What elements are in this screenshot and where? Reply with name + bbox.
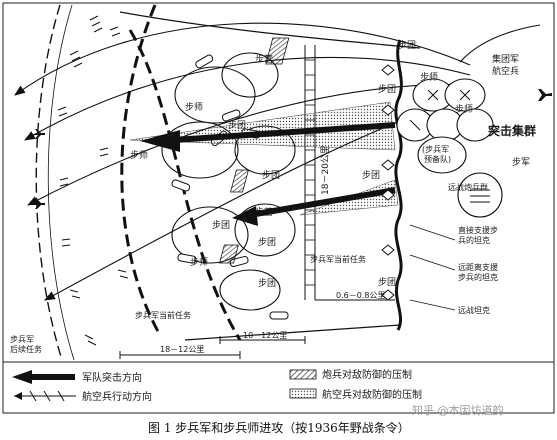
label-remote-support-1: 远距离支援 (458, 262, 498, 272)
airplane-icon (30, 89, 552, 209)
legend: 军队突击方向 航空兵行动方向 炮兵对敌防御的压制 航空兵对敌防御的压制 (12, 368, 422, 403)
legend-air-supp-icon (289, 388, 317, 399)
label-regiment-top: 步团 (398, 40, 416, 51)
legend-air-action: 航空兵行动方向 (82, 390, 152, 403)
label-long-range-artillery: 远战炮兵群 (448, 182, 488, 192)
shock-group-cluster (396, 78, 503, 218)
label-direct-support-2: 兵的坦克 (458, 235, 490, 245)
enemy-obstacles (57, 15, 129, 346)
label-regiment-left-3: 步团 (258, 237, 276, 248)
label-regiment-right-2: 步团 (362, 170, 380, 181)
label-remote-support-2: 步兵的坦克 (458, 272, 498, 282)
label-subsequent-task-2: 后续任务 (10, 344, 42, 354)
label-distance-06-08: 0.6－0.8公里 (336, 291, 385, 300)
shock-group-markings (409, 89, 490, 203)
label-regiment-left-1: 步团 (228, 120, 246, 131)
figure-frame (2, 2, 555, 414)
label-division-right-2: 步师 (455, 103, 473, 115)
legend-troop-breakthrough: 军队突击方向 (82, 371, 142, 384)
label-depth-10-12: 10－12公里 (243, 331, 287, 340)
label-division-breakthrough: 步师 (130, 149, 148, 161)
label-regiment-left-4: 步团 (258, 278, 276, 289)
infantry-regiment-markers (381, 64, 395, 301)
label-regiment-left-2: 步团 (262, 170, 280, 181)
label-division-left-2: 步师 (190, 256, 208, 268)
legend-air-suppression: 航空兵对敌防御的压制 (322, 388, 422, 401)
enemy-second-line (120, 4, 162, 336)
label-battalion-2: 步营 (255, 206, 273, 218)
label-current-task-corps: 步兵军当前任务 (310, 254, 366, 264)
label-reserve-2: 预备队) (424, 154, 451, 164)
label-battalion-1: 步营 (255, 53, 273, 65)
legend-troop-arrow-icon (12, 370, 75, 384)
label-shock-group: 突击集群 (488, 123, 536, 138)
label-current-task-division: 步兵军当前任务 (135, 310, 191, 320)
label-division-right-1: 步师 (420, 71, 438, 83)
label-corps: 步军 (512, 157, 530, 168)
division-sectors (161, 52, 296, 311)
watermark: 知乎 @本因坊道韵 (412, 403, 504, 417)
label-corps-air-2: 航空兵 (492, 65, 519, 77)
enemy-front-line (35, 4, 75, 361)
label-corps-air-1: 集团军 (492, 53, 519, 65)
label-depth-18-12: 18－12公里 (160, 345, 204, 354)
legend-artillery-icon (289, 369, 317, 380)
label-regiment-right-1: 步团 (378, 84, 396, 95)
friendly-front-line (394, 39, 403, 331)
depth-18-20-label: 18－20公里 (320, 145, 331, 195)
label-regiment-right-3: 步团 (378, 277, 396, 288)
label-division-left-1: 步师 (185, 101, 203, 113)
label-regiment-left-5: 步团 (212, 220, 230, 231)
figure-caption: 图 1 步兵军和步兵师进攻（按1936年野战条令） (148, 420, 410, 435)
label-direct-support-1: 直接支援步 (458, 225, 498, 235)
legend-artillery-suppression: 炮兵对敌防御的压制 (322, 368, 412, 381)
legend-air-arrow-icon (14, 390, 76, 402)
tank-annotation-leaders (409, 224, 456, 311)
bottom-distance-scales (119, 299, 395, 359)
enemy-third-line (128, 29, 242, 341)
zone-boundary (119, 11, 421, 341)
label-subsequent-task-1: 步兵军 (10, 334, 34, 344)
artillery-suppression-areas (219, 37, 290, 264)
label-reserve-1: (步兵军 (422, 144, 449, 154)
breakthrough-arrows (140, 122, 396, 226)
label-long-range-tank: 远战坦克 (458, 305, 490, 315)
